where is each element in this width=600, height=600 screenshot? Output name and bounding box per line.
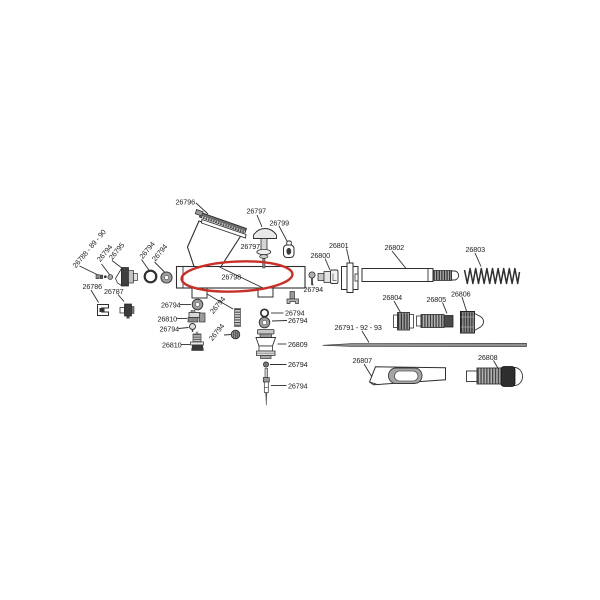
part-label-26794-oring-right: 26794 <box>285 309 305 318</box>
part-handle-26807 <box>368 366 446 386</box>
part-label-26796: 26796 <box>176 198 196 207</box>
part-label-26794-washer-right: 26794 <box>288 316 308 325</box>
part-label-26787: 26787 <box>104 287 124 296</box>
part-clip-26786 <box>97 304 109 316</box>
part-nut-26804 <box>393 312 414 331</box>
part-washer-26794-left <box>160 271 173 284</box>
part-label-26794-spring: 26794 <box>208 295 227 316</box>
part-label-26810-b: 26810 <box>162 341 182 350</box>
part-nozzle-cap-26795 <box>115 267 138 287</box>
highlight-ellipse-26798 <box>180 260 294 293</box>
part-label-26798-highlighted: 26798 <box>222 273 242 282</box>
part-label-26804: 26804 <box>383 293 403 302</box>
part-label-26810-a: 26810 <box>158 315 178 324</box>
part-ball-26794-right <box>263 361 269 368</box>
part-nut-26794-small <box>230 329 241 340</box>
part-label-26794-ball-left: 26794 <box>160 325 180 334</box>
part-cap-26806 <box>460 311 484 334</box>
part-label-26786: 26786 <box>83 282 103 291</box>
part-label-26802: 26802 <box>385 243 405 252</box>
part-valve-26800 <box>317 269 339 284</box>
part-needle-26791-92-93 <box>322 342 527 347</box>
part-body-26798 <box>175 265 306 299</box>
part-plug-26787 <box>119 303 135 319</box>
part-label-26800: 26800 <box>311 251 331 260</box>
part-screws-26788-89-90 <box>95 274 107 279</box>
part-label-26794-needle-tip: 26794 <box>288 382 308 391</box>
part-spring-26794-small <box>234 308 241 327</box>
part-grommet-26799 <box>283 240 295 258</box>
part-spring-26803 <box>463 267 521 285</box>
part-label-26794-nut: 26794 <box>207 322 226 343</box>
part-ball-26794-mid <box>189 323 196 332</box>
part-washer-26794-mid <box>191 298 204 311</box>
part-cup-26796 <box>186 208 248 268</box>
part-label-26801: 26801 <box>329 241 349 250</box>
part-adjuster-26801 <box>341 262 359 293</box>
part-label-26807: 26807 <box>353 356 373 365</box>
part-label-26805: 26805 <box>427 295 447 304</box>
part-label-26791-92-93: 26791 - 92 - 93 <box>335 323 382 332</box>
part-label-26809: 26809 <box>288 340 308 349</box>
part-label-26797-a: 26797 <box>247 207 267 216</box>
part-rod-26802 <box>361 268 460 282</box>
part-nozzle-26809 <box>255 329 277 359</box>
part-sleeve-26805 <box>416 314 454 328</box>
part-labels: 26796 26797 26799 26797 26798 26800 2680… <box>70 198 497 391</box>
part-label-26806: 26806 <box>451 290 471 299</box>
part-needle-tip-26794 <box>262 368 270 406</box>
part-label-26794-ball-right: 26794 <box>288 360 308 369</box>
part-label-26803: 26803 <box>466 245 486 254</box>
part-label-26808: 26808 <box>478 353 498 362</box>
part-label-26794-pin: 26794 <box>304 285 324 294</box>
part-oring-26794-right <box>259 308 270 318</box>
part-label-26797-b: 26797 <box>241 242 261 251</box>
part-label-26794-washer-left: 26794 <box>161 301 181 310</box>
part-label-26799: 26799 <box>270 219 290 228</box>
part-endcap-26808 <box>466 366 523 387</box>
part-oring-26794-left <box>143 269 158 284</box>
part-air-valve-26810-b <box>190 331 204 351</box>
part-ball-26794-left <box>107 274 114 280</box>
part-washer-26794-right <box>258 316 271 329</box>
part-pin-26794 <box>308 271 316 285</box>
part-label-26795: 26795 <box>107 241 126 262</box>
part-bracket-pin <box>286 291 299 304</box>
part-valve-housing-26810-a <box>187 310 206 323</box>
